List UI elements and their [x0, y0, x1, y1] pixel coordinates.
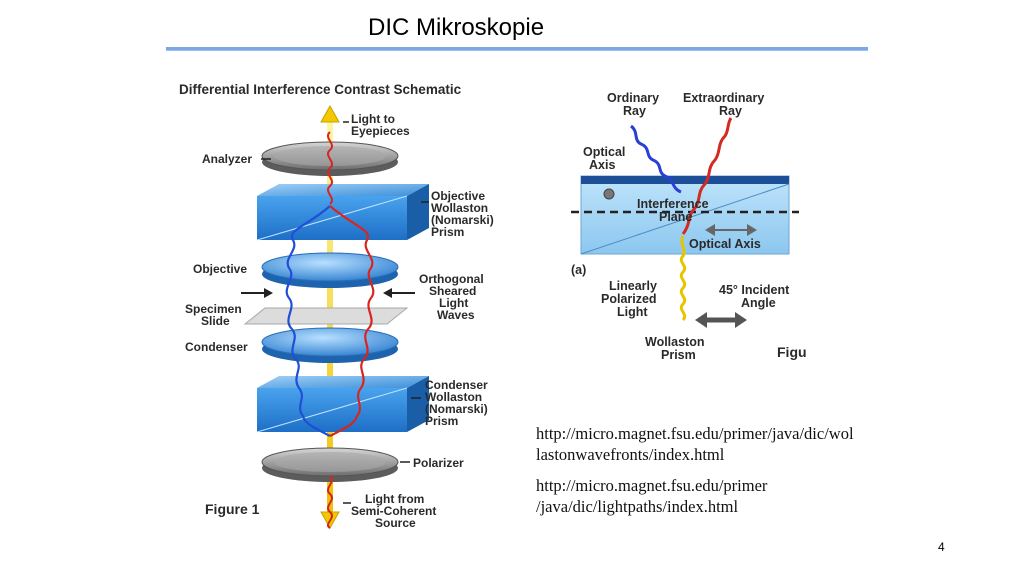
label-objective-wollaston-2: Wollaston	[431, 201, 488, 215]
label-light: Light	[439, 296, 468, 310]
label-angle: Angle	[741, 296, 776, 310]
label-sheared: Sheared	[429, 284, 476, 298]
label-wollaston-prism: Prism	[661, 348, 696, 362]
reference-links: http://micro.magnet.fsu.edu/primer/java/…	[536, 423, 916, 527]
analyzer-disc	[261, 141, 399, 176]
label-ordinary: Ordinary	[607, 91, 659, 105]
label-condenser-wollaston-3: (Nomarski)	[425, 402, 488, 416]
right-incident-arrow	[383, 288, 415, 298]
label-linearly: Linearly	[609, 279, 657, 293]
label-source: Source	[375, 516, 416, 530]
left-incident-arrow	[241, 288, 273, 298]
slide-title: DIC Mikroskopie	[368, 14, 545, 41]
label-light-fig2: Light	[617, 305, 648, 319]
figure1-heading: Differential Interference Contrast Schem…	[179, 82, 462, 97]
beam-arrow-up	[320, 104, 340, 123]
blue-sheared-wave	[285, 205, 331, 437]
link-1-line-2: lastonwavefronts/index.html	[536, 445, 725, 464]
label-wollaston: Wollaston	[645, 335, 705, 349]
wollaston-prism-figure: Ordinary Ray Extraordinary Ray Optical A…	[571, 91, 807, 362]
label-light-to: Light to	[351, 112, 395, 126]
label-slide: Slide	[201, 314, 230, 328]
label-analyzer: Analyzer	[202, 152, 252, 166]
label-specimen: Specimen	[185, 302, 242, 316]
label-eyepieces: Eyepieces	[351, 124, 410, 138]
condenser-wollaston-prism	[256, 376, 429, 433]
label-interference: Interference	[637, 197, 709, 211]
link-2-line-2: /java/dic/lightpaths/index.html	[536, 497, 739, 516]
link-2-line-1: http://micro.magnet.fsu.edu/primer	[536, 476, 768, 495]
reference-link-1[interactable]: http://micro.magnet.fsu.edu/primer/java/…	[536, 423, 916, 465]
lower-polarized-wave	[327, 475, 333, 529]
objective-wollaston-prism	[256, 184, 429, 241]
optical-axis-dot	[603, 188, 615, 200]
label-orthogonal: Orthogonal	[419, 272, 484, 286]
linearly-polarized-wave	[679, 235, 687, 322]
optical-axis-double-arrow	[705, 224, 757, 236]
incident-angle-arrow	[695, 312, 747, 328]
wollaston-prism-block	[571, 175, 799, 255]
label-objective-wollaston-1: Objective	[431, 189, 485, 203]
title-underline	[166, 47, 868, 51]
link-1-line-1: http://micro.magnet.fsu.edu/primer/java/…	[536, 424, 854, 443]
label-extraordinary-ray: Ray	[719, 104, 742, 118]
label-extraordinary: Extraordinary	[683, 91, 764, 105]
label-condenser-wollaston-1: Condenser	[425, 378, 488, 392]
label-45-incident: 45° Incident	[719, 283, 790, 297]
extraordinary-ray-wave	[681, 117, 733, 235]
red-sheared-wave	[329, 205, 375, 437]
label-objective: Objective	[193, 262, 247, 276]
label-optical-axis-arrow: Optical Axis	[689, 237, 761, 251]
polarizer-disc	[261, 447, 399, 482]
label-condenser-wollaston-4: Prism	[425, 414, 458, 428]
label-objective-wollaston-4: Prism	[431, 225, 464, 239]
dic-schematic-figure: Differential Interference Contrast Schem…	[179, 82, 494, 530]
reference-link-2[interactable]: http://micro.magnet.fsu.edu/primer /java…	[536, 475, 916, 517]
label-polarizer: Polarizer	[413, 456, 464, 470]
specimen-slide	[243, 307, 409, 325]
label-waves: Waves	[437, 308, 475, 322]
label-ordinary-ray: Ray	[623, 104, 646, 118]
label-polarized: Polarized	[601, 292, 657, 306]
objective-lens	[261, 252, 399, 288]
label-optical: Optical	[583, 145, 625, 159]
label-axis: Axis	[589, 158, 615, 172]
label-figu-truncated: Figu	[777, 344, 807, 360]
figure1-caption: Figure 1	[205, 501, 260, 517]
upper-polarized-wave	[327, 131, 333, 205]
label-leader-lines	[261, 121, 429, 504]
label-semi-coherent: Semi-Coherent	[351, 504, 436, 518]
label-condenser: Condenser	[185, 340, 248, 354]
ordinary-ray-wave	[629, 124, 682, 194]
label-light-from: Light from	[365, 492, 424, 506]
page-number: 4	[938, 540, 945, 554]
label-plane: Plane	[659, 210, 692, 224]
label-panel-a: (a)	[571, 263, 586, 277]
condenser-lens	[261, 327, 399, 363]
label-condenser-wollaston-2: Wollaston	[425, 390, 482, 404]
label-objective-wollaston-3: (Nomarski)	[431, 213, 494, 227]
